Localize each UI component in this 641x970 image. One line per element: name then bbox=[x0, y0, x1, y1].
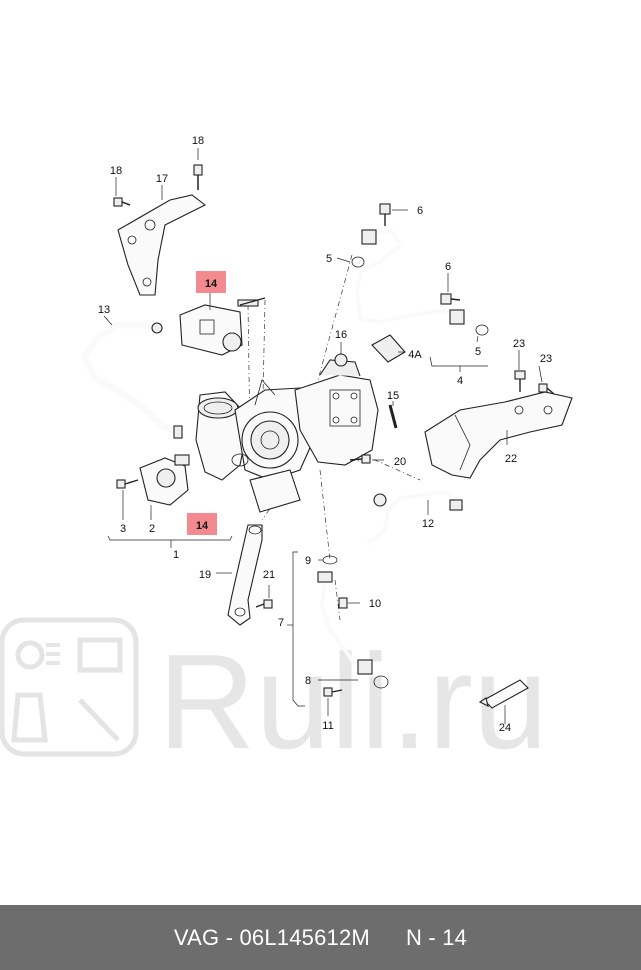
part-4-oil-line bbox=[354, 229, 465, 325]
callout-6-right: 6 bbox=[445, 261, 451, 273]
callout-11: 11 bbox=[322, 720, 333, 732]
part-20-bolt bbox=[349, 454, 371, 464]
callout-13: 13 bbox=[98, 304, 110, 316]
part-23-bolt-a bbox=[514, 370, 526, 392]
part-2-valve bbox=[139, 454, 190, 506]
watermark: Ruli.ru bbox=[0, 617, 548, 777]
callout-8: 8 bbox=[305, 675, 311, 687]
callout-12: 12 bbox=[422, 518, 434, 530]
part-13-hose bbox=[81, 321, 183, 439]
callout-5-top: 5 bbox=[326, 253, 332, 265]
callout-22: 22 bbox=[505, 453, 517, 465]
watermark-logo-icon bbox=[11, 637, 123, 743]
callout-24: 24 bbox=[499, 722, 511, 734]
footer-part-reference: VAG - 06L145612M bbox=[173, 924, 370, 950]
callout-10: 10 bbox=[369, 598, 381, 610]
part-3-bolt bbox=[116, 479, 139, 489]
callout-18-top: 18 bbox=[192, 135, 204, 147]
callout-14-top: 14 bbox=[205, 278, 218, 290]
highlight-part-14-top bbox=[196, 271, 226, 293]
part-6-bolt-top bbox=[379, 203, 391, 226]
leader-lines bbox=[103, 148, 543, 724]
callout-1: 1 bbox=[173, 549, 179, 561]
callout-6-top: 6 bbox=[417, 205, 423, 217]
part-17-bracket bbox=[117, 194, 207, 296]
part-5-seal-ring-right bbox=[475, 324, 489, 336]
part-18-bolt-left bbox=[113, 197, 131, 207]
highlight-part-14-bottom bbox=[187, 513, 217, 535]
part-22-heat-shield bbox=[424, 391, 573, 479]
part-6-bolt-right bbox=[440, 293, 461, 305]
footer-bar: VAG - 06L145612M N - 14 bbox=[0, 905, 641, 970]
part-5-seal-ring-top bbox=[351, 256, 365, 268]
callout-17: 17 bbox=[156, 173, 168, 185]
turbocharger-assembly bbox=[195, 359, 379, 513]
part-10-bolt bbox=[338, 597, 348, 609]
callout-21: 21 bbox=[263, 569, 275, 581]
callout-7: 7 bbox=[278, 617, 284, 629]
callout-14-bottom: 14 bbox=[196, 520, 209, 532]
part-18-bolt-top bbox=[193, 164, 203, 190]
callout-19: 19 bbox=[199, 569, 211, 581]
part-19-support bbox=[227, 524, 263, 626]
part-15-stud bbox=[388, 404, 398, 429]
callout-23-a: 23 bbox=[513, 338, 525, 350]
part-21-bolt bbox=[255, 599, 273, 609]
callout-9: 9 bbox=[305, 555, 311, 567]
part-11-bolt bbox=[323, 687, 343, 697]
part-4a-gasket bbox=[371, 334, 406, 363]
callout-4: 4 bbox=[457, 375, 463, 387]
callout-20: 20 bbox=[394, 456, 406, 468]
callout-16: 16 bbox=[335, 329, 347, 341]
callout-4a: 4A bbox=[408, 349, 422, 361]
callout-15: 15 bbox=[387, 390, 399, 402]
part-12-coolant-line bbox=[366, 489, 463, 546]
part-24-sealant-tube bbox=[478, 679, 529, 709]
callout-labels: 18 18 17 14 13 6 5 6 16 5 4A 4 23 23 15 … bbox=[98, 135, 552, 734]
footer-page-reference: N - 14 bbox=[405, 924, 468, 950]
callout-2: 2 bbox=[149, 523, 155, 535]
exploded-parts-diagram: Ruli.ru bbox=[0, 135, 573, 777]
part-23-bolt-b bbox=[538, 383, 555, 395]
part-8-seal-ring bbox=[373, 675, 389, 689]
part-7-oil-return-line bbox=[317, 571, 373, 675]
callout-18-left: 18 bbox=[110, 165, 122, 177]
callout-3: 3 bbox=[120, 523, 126, 535]
diagram-svg: Ruli.ru bbox=[0, 135, 573, 777]
part-14-actuator bbox=[179, 297, 266, 356]
callout-5-right: 5 bbox=[475, 346, 481, 358]
part-16-nut bbox=[334, 353, 348, 367]
callout-23-b: 23 bbox=[540, 353, 552, 365]
